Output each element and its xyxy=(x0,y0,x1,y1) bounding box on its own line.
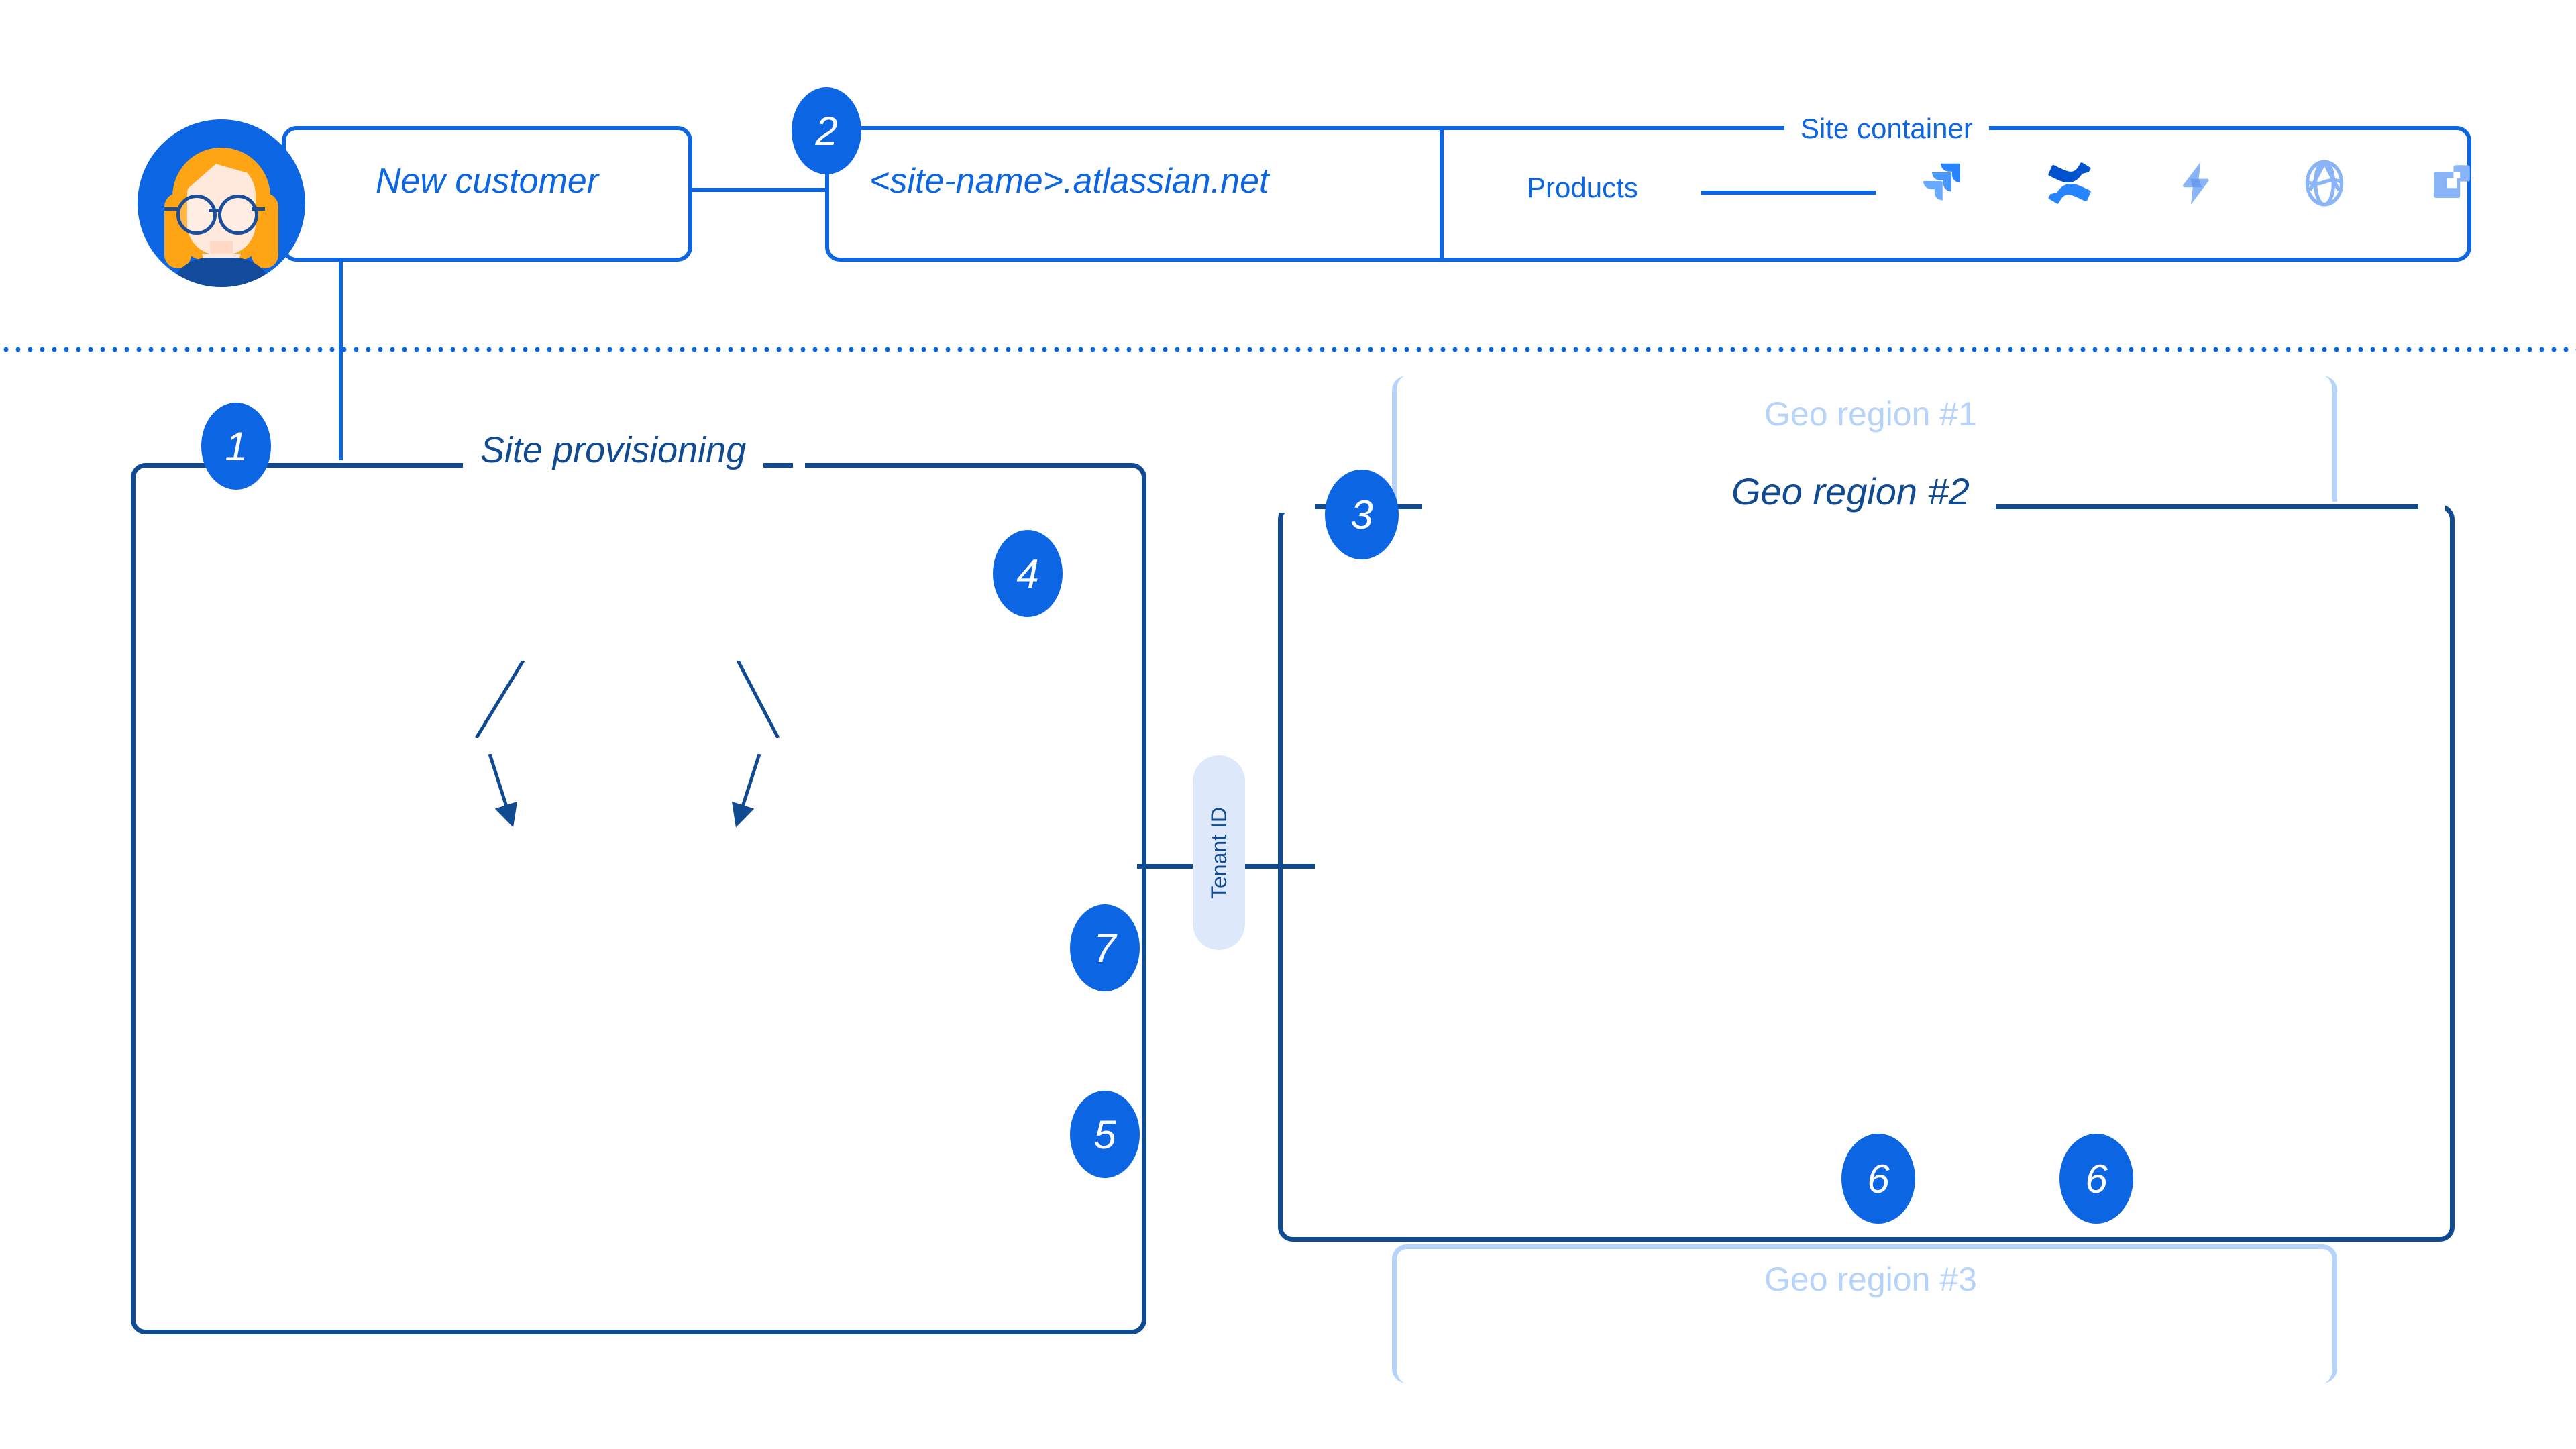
atlas-icon[interactable] xyxy=(2298,157,2351,209)
jira-service-management-icon[interactable] xyxy=(2171,157,2223,209)
badge-5: 5 xyxy=(1070,1091,1140,1178)
environment-separator-dotted-line xyxy=(0,346,2576,353)
connector-tenant-id-to-geo2 xyxy=(1242,864,1315,869)
site-container-box: <site-name>.atlassian.net Products xyxy=(825,126,2471,262)
tenant-id-connector-pill: Tenant ID xyxy=(1193,755,1245,950)
avatar-glasses-arm-left xyxy=(164,207,178,211)
geo-region-3-label: Geo region #3 xyxy=(1764,1260,1977,1298)
geo-region-2-title: Geo region #2 xyxy=(1714,470,1987,513)
products-label: Products xyxy=(1527,172,1638,203)
site-container-divider xyxy=(1440,130,1444,258)
provisioning-border-gap-right xyxy=(793,460,808,470)
registry-to-tenant-id-connectors xyxy=(474,661,780,738)
site-container-caption: Site container xyxy=(1784,113,1989,145)
geo-region-1-label: Geo region #1 xyxy=(1764,395,1977,433)
bitbucket-icon[interactable] xyxy=(2426,157,2478,209)
site-url-label: <site-name>.atlassian.net xyxy=(869,162,1269,201)
tenant-id-to-panel-arrows xyxy=(488,754,761,828)
tenant-id-connector-label: Tenant ID xyxy=(1206,806,1231,899)
badge-6-left: 6 xyxy=(1841,1134,1915,1224)
geo-region-3-frame xyxy=(1392,1244,2337,1383)
avatar xyxy=(138,119,305,287)
connector-customer-to-site xyxy=(679,188,830,192)
connector-customer-to-provisioning xyxy=(339,250,343,466)
avatar-glasses-arm-right xyxy=(252,207,265,211)
site-provisioning-title: Site provisioning xyxy=(463,429,764,471)
badge-1: 1 xyxy=(201,402,271,490)
site-provisioning-frame xyxy=(131,463,1146,1334)
badge-2: 2 xyxy=(792,87,861,174)
provisioning-title-line-right xyxy=(805,463,1127,468)
new-customer-box: New customer xyxy=(282,126,692,262)
geo2-title-line-right xyxy=(1996,504,2418,509)
connector-provisioning-to-tenant-id xyxy=(1137,864,1208,869)
badge-6-right: 6 xyxy=(2059,1134,2133,1224)
badge-3: 3 xyxy=(1325,470,1399,559)
products-connector-line xyxy=(1701,191,1876,195)
confluence-icon[interactable] xyxy=(2043,157,2096,209)
provisioning-title-line-left xyxy=(295,463,468,468)
avatar-glasses-right-lens xyxy=(218,195,258,235)
geo-region-2-frame xyxy=(1278,504,2455,1242)
badge-4: 4 xyxy=(993,530,1063,617)
avatar-glasses-left-lens xyxy=(176,195,217,235)
new-customer-label: New customer xyxy=(375,162,599,201)
avatar-glasses-bridge xyxy=(209,209,221,212)
badge-7: 7 xyxy=(1070,904,1140,991)
product-icon-row xyxy=(1916,157,2478,209)
jira-icon[interactable] xyxy=(1916,157,1968,209)
